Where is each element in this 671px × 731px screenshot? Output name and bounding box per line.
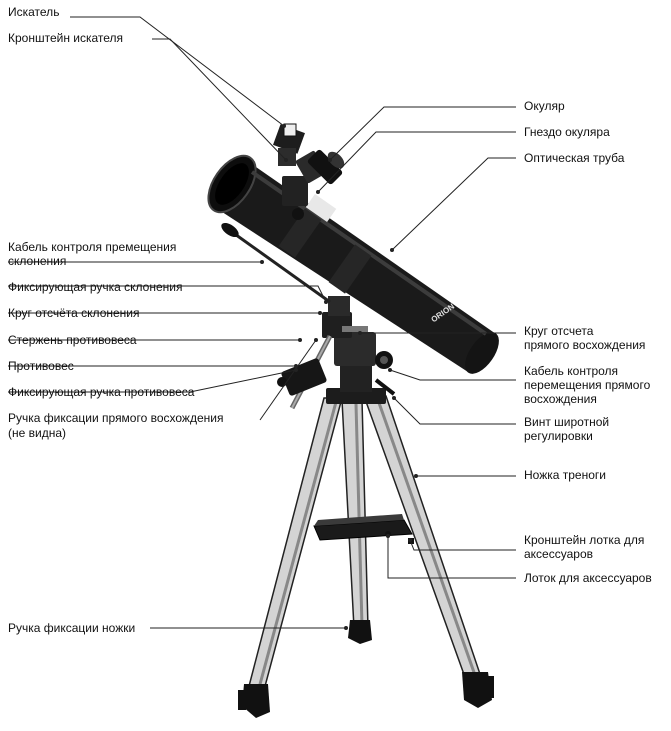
dec-cable [221, 222, 331, 304]
tripod-leg-left [247, 397, 343, 691]
counterweight-assembly [277, 334, 333, 410]
leader-lines [8, 16, 516, 629]
label-tray: Лоток для аксессуаров [524, 571, 652, 585]
tripod-leg-center [341, 399, 369, 629]
label-tripod-leg: Ножка треноги [524, 468, 606, 482]
tripod-feet [238, 620, 494, 718]
leader-arrowheads [260, 124, 418, 630]
label-ra-lock-line1: Ручка фиксации прямого восхождения [8, 411, 224, 425]
label-cw-lock: Фиксирующая ручка противовеса [8, 385, 195, 399]
label-leg-lock: Ручка фиксации ножки [8, 621, 136, 635]
label-tray-bracket-line2: аксессуаров [524, 547, 593, 561]
label-finder: Искатель [8, 5, 60, 19]
label-dec-lock: Фиксирующая ручка склонения [8, 280, 183, 294]
label-latitude-line1: Винт широтной [524, 415, 610, 429]
label-finder-bracket: Кронштейн искателя [8, 31, 124, 45]
tripod-legs [247, 395, 484, 691]
mount-head [322, 296, 396, 404]
label-ra-cable-line3: восхождения [524, 392, 597, 406]
label-tray-bracket-line1: Кронштейн лотка для [524, 533, 645, 547]
optical-tube: ORION [207, 154, 499, 374]
finder-assembly [273, 123, 305, 166]
label-ra-circle-line1: Круг отсчета [524, 324, 594, 338]
tripod-leg-right [362, 395, 484, 681]
label-ra-lock-line2: (не видна) [8, 426, 67, 440]
label-counterweight: Противовес [8, 359, 74, 373]
label-ra-circle-line2: прямого восхождения [524, 338, 646, 352]
label-dec-cable-line1: Кабель контроля премещения [8, 240, 177, 254]
label-dec-circle: Круг отсчёта склонения [8, 306, 140, 320]
label-optical-tube: Оптическая труба [524, 151, 625, 165]
label-ra-cable-line1: Кабель контроля [524, 364, 619, 378]
label-latitude-line2: регулировки [524, 429, 593, 443]
label-dec-cable-line2: склонения [8, 254, 67, 268]
label-ra-cable-line2: перемещения прямого [524, 378, 651, 392]
label-eyepiece-socket: Гнездо окуляра [524, 125, 610, 139]
label-cw-rod: Стержень противовеса [8, 333, 137, 347]
label-eyepiece: Окуляр [524, 99, 565, 113]
